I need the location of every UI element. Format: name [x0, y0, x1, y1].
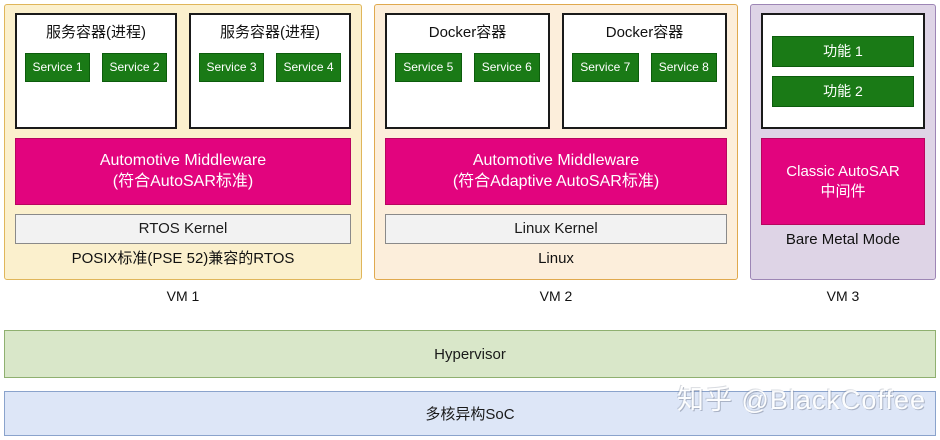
service-box: Service 4	[276, 52, 341, 82]
vm-label-vm3: VM 3	[826, 288, 860, 304]
container-title: Docker容器	[605, 24, 684, 41]
service-box: Service 6	[473, 52, 540, 82]
middleware-line1: Classic AutoSAR	[786, 163, 900, 180]
container-row-vm1: 服务容器(进程) Service 1 Service 2 服务容器(进程) Se…	[15, 13, 351, 129]
kernel-band-vm2: Linux Kernel	[385, 214, 727, 245]
service-box: Service 3	[199, 52, 264, 82]
vm-panel-vm2: Docker容器 Service 5 Service 6 Docker容器 Se…	[374, 4, 738, 280]
service-box: Service 8	[650, 52, 717, 82]
function-box: 功能 1	[772, 35, 914, 67]
middleware-band-vm2: Automotive Middleware (符合Adaptive AutoSA…	[385, 138, 727, 206]
service-container-box: 服务容器(进程) Service 1 Service 2	[15, 13, 177, 129]
middleware-line2: (符合Adaptive AutoSAR标准)	[452, 173, 660, 191]
vm-panel-vm1: 服务容器(进程) Service 1 Service 2 服务容器(进程) Se…	[4, 4, 362, 280]
container-title: 服务容器(进程)	[46, 24, 146, 41]
os-caption-vm3: Bare Metal Mode	[785, 231, 901, 248]
docker-container-box: Docker容器 Service 5 Service 6	[385, 13, 550, 129]
service-box: Service 1	[25, 52, 90, 82]
service-row: Service 7 Service 8	[564, 52, 725, 82]
service-box: Service 2	[102, 52, 167, 82]
middleware-line1: Automotive Middleware	[99, 152, 267, 169]
function-box: 功能 2	[772, 75, 914, 107]
service-box: Service 7	[572, 52, 639, 82]
middleware-band-vm3: Classic AutoSAR 中间件	[761, 138, 925, 225]
middleware-line1: Automotive Middleware	[472, 152, 640, 169]
vm-label-vm2: VM 2	[539, 288, 573, 304]
service-row: Service 1 Service 2	[17, 52, 175, 82]
container-title: Docker容器	[428, 24, 507, 41]
vm-panel-vm3: 功能 1 功能 2 Classic AutoSAR 中间件 Bare Metal…	[750, 4, 936, 280]
service-box: Service 5	[395, 52, 462, 82]
container-row-vm2: Docker容器 Service 5 Service 6 Docker容器 Se…	[385, 13, 727, 129]
middleware-line2: 中间件	[820, 182, 866, 200]
vm-label-vm1: VM 1	[166, 288, 200, 304]
docker-container-box: Docker容器 Service 7 Service 8	[562, 13, 727, 129]
middleware-band-vm1: Automotive Middleware (符合AutoSAR标准)	[15, 138, 351, 206]
service-container-box: 服务容器(进程) Service 3 Service 4	[189, 13, 351, 129]
service-row: Service 5 Service 6	[387, 52, 548, 82]
middleware-line2: (符合AutoSAR标准)	[112, 173, 254, 191]
service-row: Service 3 Service 4	[191, 52, 349, 82]
container-title: 服务容器(进程)	[220, 24, 320, 41]
kernel-band-vm1: RTOS Kernel	[15, 214, 351, 245]
os-caption-vm1: POSIX标准(PSE 52)兼容的RTOS	[71, 250, 295, 268]
vm-panels-row: 服务容器(进程) Service 1 Service 2 服务容器(进程) Se…	[4, 4, 936, 280]
soc-layer: 多核异构SoC	[4, 391, 936, 436]
function-container-box: 功能 1 功能 2	[761, 13, 925, 129]
hypervisor-layer: Hypervisor	[4, 330, 936, 378]
os-caption-vm2: Linux	[538, 250, 574, 268]
